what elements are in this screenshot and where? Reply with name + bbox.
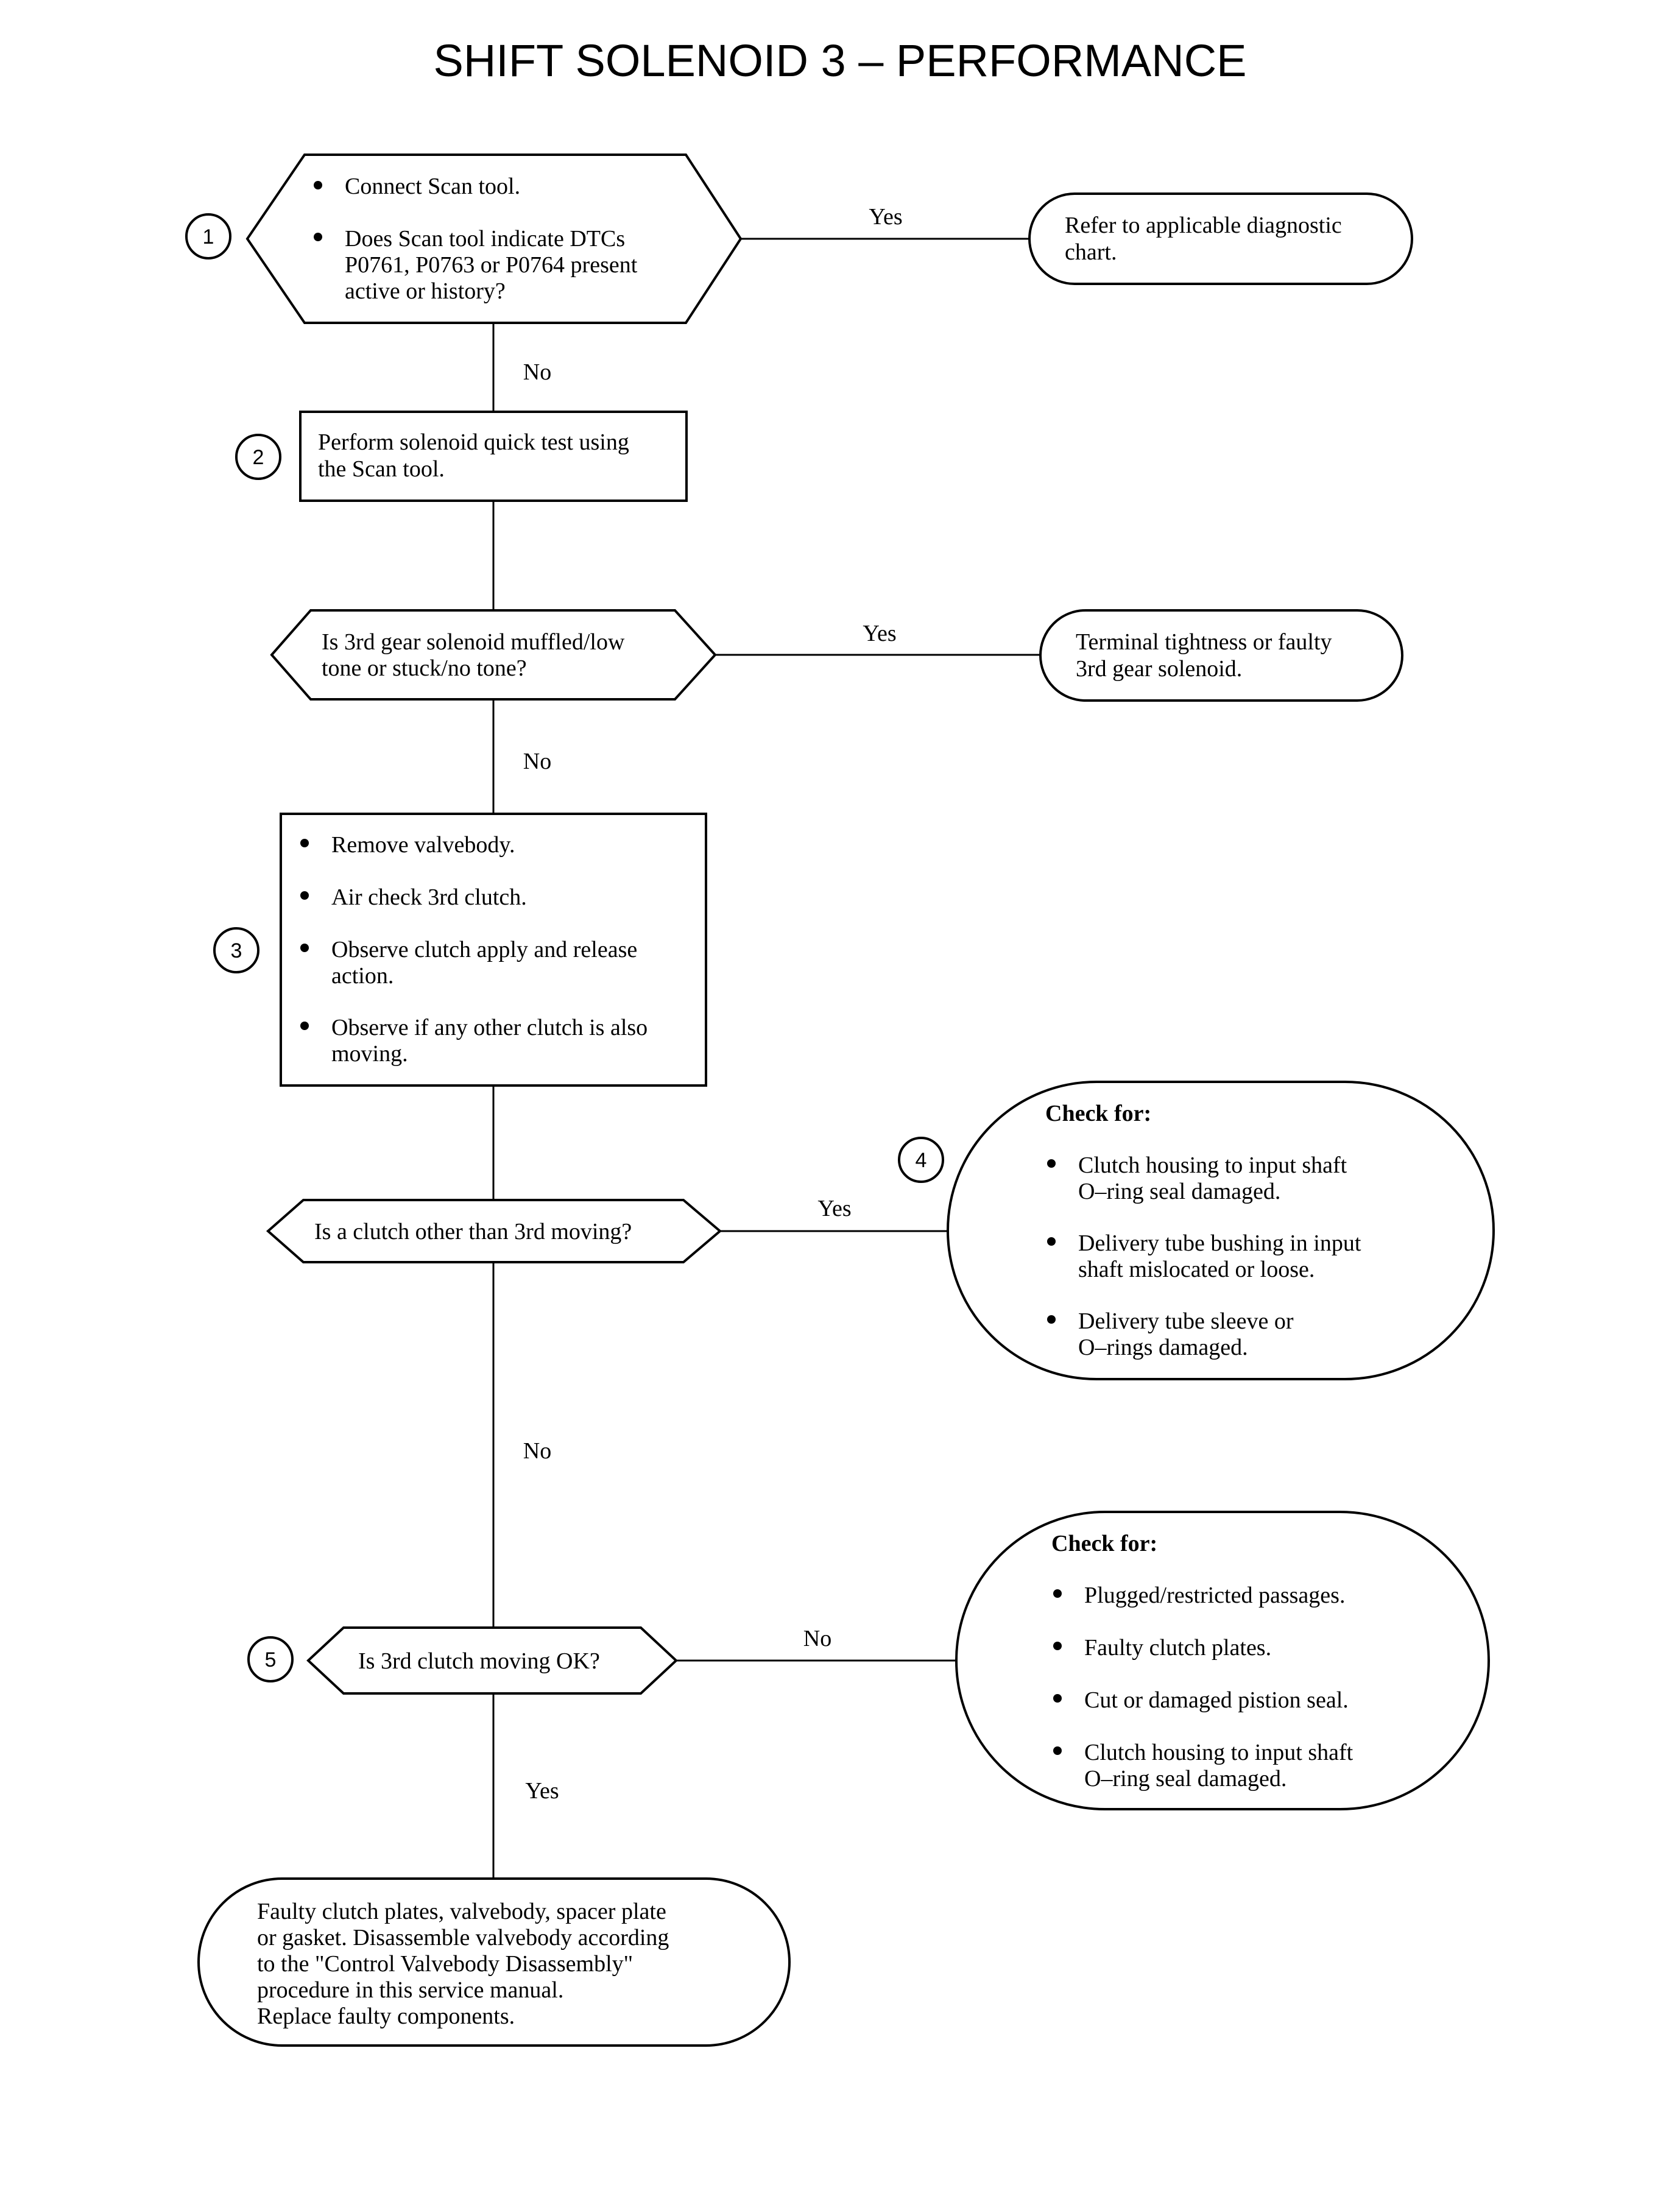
check-item-text: Plugged/restricted passages. — [1084, 1583, 1345, 1608]
question-text: Is 3rd clutch moving OK? — [358, 1648, 600, 1674]
bullet-text: P0761, P0763 or P0764 present — [345, 252, 638, 278]
check-item-text: Delivery tube bushing in input — [1078, 1230, 1361, 1256]
yes-label: Yes — [525, 1778, 559, 1804]
step-number-badge — [247, 1636, 294, 1682]
bullet-dot — [300, 1022, 309, 1030]
bullet-dot — [314, 233, 322, 241]
yes-label: Yes — [869, 204, 902, 230]
solenoid-tone-decision: Is 3rd gear solenoid muffled/low tone or… — [270, 609, 1403, 774]
bullet-dot — [1053, 1642, 1062, 1650]
bullet-dot — [1053, 1746, 1062, 1755]
decision-hexagon — [270, 609, 717, 701]
bullet-dot — [1053, 1589, 1062, 1598]
no-label: No — [523, 359, 551, 385]
decision-hexagon — [266, 1199, 722, 1263]
yes-label: Yes — [817, 1196, 851, 1221]
result-terminal — [1028, 192, 1413, 285]
bullet-dot — [300, 839, 309, 847]
result-text: or gasket. Disassemble valvebody accordi… — [257, 1925, 669, 1951]
bullet-text: Connect Scan tool. — [345, 174, 520, 199]
step-number-badge — [185, 213, 231, 259]
result-text: 3rd gear solenoid. — [1076, 656, 1242, 682]
bullet-dot — [1047, 1315, 1056, 1324]
process-box — [280, 813, 707, 1087]
step-number: 5 — [265, 1648, 277, 1672]
check-heading: Check for: — [1045, 1101, 1151, 1126]
step-2-process: 2 Perform solenoid quick test using the … — [235, 411, 688, 502]
step-number-badge — [213, 927, 259, 973]
question-text: Is 3rd gear solenoid muffled/low — [322, 629, 625, 655]
result-text: Refer to applicable diagnostic — [1065, 213, 1342, 238]
bullet-dot — [1047, 1159, 1056, 1168]
result-text: Replace faulty components. — [257, 2003, 515, 2029]
result-text: procedure in this service manual. — [257, 1977, 563, 2003]
step-5-decision: 5 Is 3rd clutch moving OK? No Yes Check … — [247, 1511, 1490, 1810]
bullet-text: moving. — [331, 1041, 408, 1067]
result-text: to the "Control Valvebody Disassembly" — [257, 1951, 633, 1977]
bullet-dot — [300, 891, 309, 900]
check-item-text: O–ring seal damaged. — [1084, 1766, 1286, 1792]
bullet-dot — [1053, 1694, 1062, 1703]
process-text: the Scan tool. — [318, 456, 445, 482]
bullet-text: Does Scan tool indicate DTCs — [345, 226, 625, 252]
no-label: No — [523, 749, 551, 774]
bullet-text: active or history? — [345, 278, 506, 304]
page-title: SHIFT SOLENOID 3 – PERFORMANCE — [434, 35, 1247, 86]
step-4-decision: Is a clutch other than 3rd moving? Yes N… — [266, 1081, 1495, 1464]
result-text: chart. — [1065, 239, 1117, 265]
no-label: No — [523, 1438, 551, 1464]
result-terminal — [197, 1877, 791, 2047]
check-item-text: Faulty clutch plates. — [1084, 1635, 1271, 1661]
final-result: Faulty clutch plates, valvebody, spacer … — [197, 1877, 791, 2047]
check-heading: Check for: — [1051, 1531, 1157, 1556]
process-text: Perform solenoid quick test using — [318, 429, 629, 455]
bullet-text: Remove valvebody. — [331, 832, 515, 858]
check-item-text: Clutch housing to input shaft — [1084, 1740, 1354, 1765]
check-item-text: Cut or damaged pistion seal. — [1084, 1687, 1349, 1713]
yes-label: Yes — [863, 621, 896, 646]
check-item-text: shaft mislocated or loose. — [1078, 1257, 1315, 1282]
step-1-decision: 1 Connect Scan tool. Does Scan tool indi… — [185, 154, 1413, 385]
check-terminal — [955, 1511, 1490, 1810]
step-number: 3 — [231, 939, 242, 962]
result-terminal — [1039, 609, 1403, 702]
step-number-badge — [898, 1137, 944, 1183]
decision-hexagon — [245, 154, 743, 324]
check-item-text: O–rings damaged. — [1078, 1335, 1248, 1360]
result-text: Faulty clutch plates, valvebody, spacer … — [257, 1899, 666, 1924]
question-text: Is a clutch other than 3rd moving? — [314, 1219, 632, 1244]
bullet-dot — [314, 181, 322, 189]
question-text: tone or stuck/no tone? — [322, 655, 527, 681]
step-number: 1 — [203, 225, 214, 249]
step-number-badge — [235, 434, 281, 480]
check-item-text: Delivery tube sleeve or — [1078, 1308, 1294, 1334]
check-item-text: Clutch housing to input shaft — [1078, 1153, 1347, 1178]
check-item-text: O–ring seal damaged. — [1078, 1179, 1280, 1204]
process-box — [299, 411, 688, 502]
no-label: No — [803, 1626, 831, 1651]
bullet-dot — [1047, 1237, 1056, 1246]
main-flow-lines — [492, 238, 1040, 1879]
bullet-text: action. — [331, 963, 394, 989]
check-terminal — [947, 1081, 1495, 1380]
bullet-text: Air check 3rd clutch. — [331, 884, 527, 910]
bullet-text: Observe clutch apply and release — [331, 937, 637, 962]
result-text: Terminal tightness or faulty — [1076, 629, 1332, 655]
step-number: 2 — [253, 446, 264, 469]
step-number: 4 — [916, 1149, 927, 1172]
step-3-process: 3 Remove valvebody. Air check 3rd clutch… — [213, 813, 707, 1087]
bullet-dot — [300, 944, 309, 952]
bullet-text: Observe if any other clutch is also — [331, 1015, 648, 1040]
decision-hexagon — [306, 1626, 678, 1695]
